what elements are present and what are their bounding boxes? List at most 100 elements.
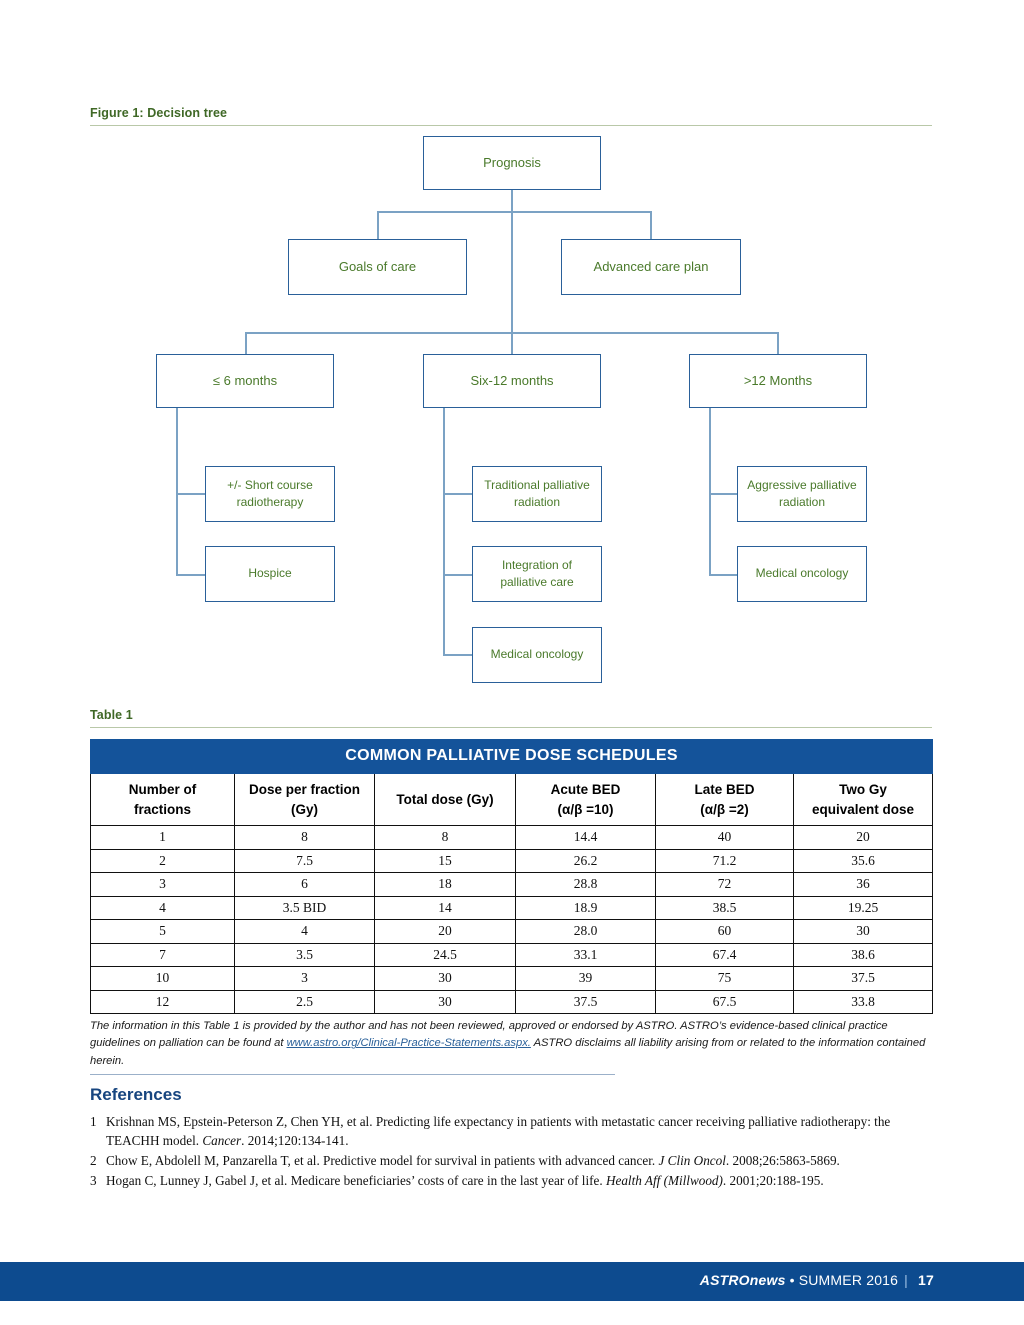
node-advanced-care-plan[interactable]: Advanced care plan	[561, 239, 741, 295]
table-cell: 14	[374, 895, 516, 921]
column-header-total-dose: Total dose (Gy)	[374, 772, 516, 827]
header-line-2: equivalent dose	[811, 801, 915, 817]
table-cell: 67.5	[655, 989, 794, 1015]
reference-text: Chow E, Abdolell M, Panzarella T, et al.…	[106, 1151, 935, 1170]
connector-level3-left-drop	[245, 332, 247, 355]
footer-bar	[0, 1262, 1024, 1301]
column-header-two-gy-equivalent-dose: Two Gy equivalent dose	[792, 772, 934, 827]
table-cell: 6	[234, 872, 375, 897]
connector-middle-stub-1	[443, 493, 473, 495]
column-header-late-bed: Late BED (α/β =2)	[655, 772, 794, 827]
node-traditional-palliative-radiation[interactable]: Traditional palliative radiation	[472, 466, 602, 522]
table-cell: 71.2	[655, 848, 794, 874]
table-cell: 3.5 BID	[234, 895, 375, 921]
table-cell: 5	[90, 919, 235, 944]
table-cell: 20	[374, 919, 516, 944]
table-cell: 37.5	[515, 989, 656, 1015]
connector-left-stub-1	[176, 493, 206, 495]
reference-citation: . 2014;120:134-141.	[241, 1133, 349, 1149]
table-cell: 19.25	[792, 895, 934, 921]
node-hospice[interactable]: Hospice	[205, 546, 335, 602]
node-medical-oncology-right[interactable]: Medical oncology	[737, 546, 867, 602]
node-short-course-radiotherapy[interactable]: +/- Short course radiotherapy	[205, 466, 335, 522]
connector-right-stub-1	[709, 493, 739, 495]
reference-authors-title: Chow E, Abdolell M, Panzarella T, et al.…	[106, 1153, 659, 1169]
table-cell: 36	[792, 872, 934, 897]
footer-separator: •	[789, 1272, 795, 1288]
header-line-2: (α/β =2)	[700, 801, 749, 817]
connector-left-trunk	[176, 408, 178, 575]
astro-guidelines-link[interactable]: www.astro.org/Clinical-Practice-Statemen…	[286, 1037, 531, 1050]
footer-brand: ASTROnews	[699, 1272, 786, 1288]
footnote-part-2: ASTRO disclaims all liability arising fr…	[90, 1037, 926, 1067]
table-cell: 2.5	[234, 989, 375, 1015]
table-cell: 15	[374, 848, 516, 874]
connector-right-trunk	[709, 408, 711, 575]
connector-middle-trunk	[443, 408, 445, 656]
table-cell: 7.5	[234, 848, 375, 874]
node-six-12-months[interactable]: Six-12 months	[423, 354, 601, 408]
table-footnote: The information in this Table 1 is provi…	[90, 1018, 935, 1070]
header-line-1: Two Gy	[839, 782, 887, 797]
connector-level2-left-drop	[377, 211, 379, 239]
table-cell: 60	[655, 919, 794, 944]
dose-schedules-table: COMMON PALLIATIVE DOSE SCHEDULES Number …	[89, 739, 934, 1015]
figure-caption-rule	[90, 125, 932, 126]
reference-citation: . 2008;26:5863-5869.	[725, 1153, 840, 1169]
table-cell: 72	[655, 872, 794, 897]
header-line-1: Total dose (Gy)	[396, 791, 494, 807]
node-medical-oncology-middle[interactable]: Medical oncology	[472, 627, 602, 683]
table-cell: 75	[655, 966, 794, 991]
table-header-row: Number of fractions Dose per fraction (G…	[90, 772, 934, 827]
column-header-dose-per-fraction: Dose per fraction (Gy)	[234, 772, 375, 827]
reference-number: 2	[90, 1153, 97, 1169]
node-aggressive-palliative-radiation[interactable]: Aggressive palliative radiation	[737, 466, 867, 522]
table-cell: 28.8	[515, 872, 656, 897]
reference-journal: J Clin Oncol	[658, 1153, 726, 1169]
references-heading: References	[90, 1085, 182, 1104]
node-le-6-months[interactable]: ≤ 6 months	[156, 354, 334, 408]
footer-issue: SUMMER 2016	[798, 1272, 899, 1288]
table-cell: 3	[234, 966, 375, 991]
connector-level2-bus	[377, 211, 652, 213]
footer-page-number: 17	[918, 1272, 934, 1288]
table-cell: 30	[374, 966, 516, 991]
table-cell: 3	[90, 872, 235, 897]
table-caption: Table 1	[90, 708, 133, 722]
connector-middle-stub-2	[443, 574, 473, 576]
connector-level3-right-drop	[777, 332, 779, 355]
table-cell: 3.5	[234, 942, 375, 968]
header-line-2: (Gy)	[291, 801, 318, 817]
table-cell: 18.9	[515, 895, 656, 921]
table-cell: 8	[374, 825, 516, 850]
table-cell: 26.2	[515, 848, 656, 874]
node-integration-of-palliative-care[interactable]: Integration of palliative care	[472, 546, 602, 602]
header-line-2: fractions	[133, 801, 191, 817]
node-gt-12-months[interactable]: >12 Months	[689, 354, 867, 408]
header-line-1: Acute BED	[550, 782, 621, 797]
reference-number: 1	[90, 1114, 97, 1129]
table-cell: 35.6	[792, 848, 934, 874]
footnote-part-1: The information in this Table 1 is provi…	[90, 1020, 888, 1050]
decision-tree-figure: Prognosis Goals of care Advanced care pl…	[156, 136, 867, 683]
table-cell: 12	[90, 989, 235, 1015]
table-cell: 38.6	[792, 942, 934, 968]
table-caption-rule	[90, 727, 932, 728]
references-divider	[90, 1074, 615, 1076]
table-cell: 33.8	[792, 989, 934, 1015]
reference-number: 3	[90, 1173, 97, 1189]
table-cell: 18	[374, 872, 516, 897]
table-cell: 20	[792, 825, 934, 850]
header-line-2: (α/β =10)	[557, 801, 614, 817]
node-prognosis[interactable]: Prognosis	[423, 136, 601, 190]
table-cell: 28.0	[515, 919, 656, 944]
connector-root-trunk	[511, 190, 513, 355]
node-goals-of-care[interactable]: Goals of care	[288, 239, 467, 295]
table-cell: 4	[90, 895, 235, 921]
